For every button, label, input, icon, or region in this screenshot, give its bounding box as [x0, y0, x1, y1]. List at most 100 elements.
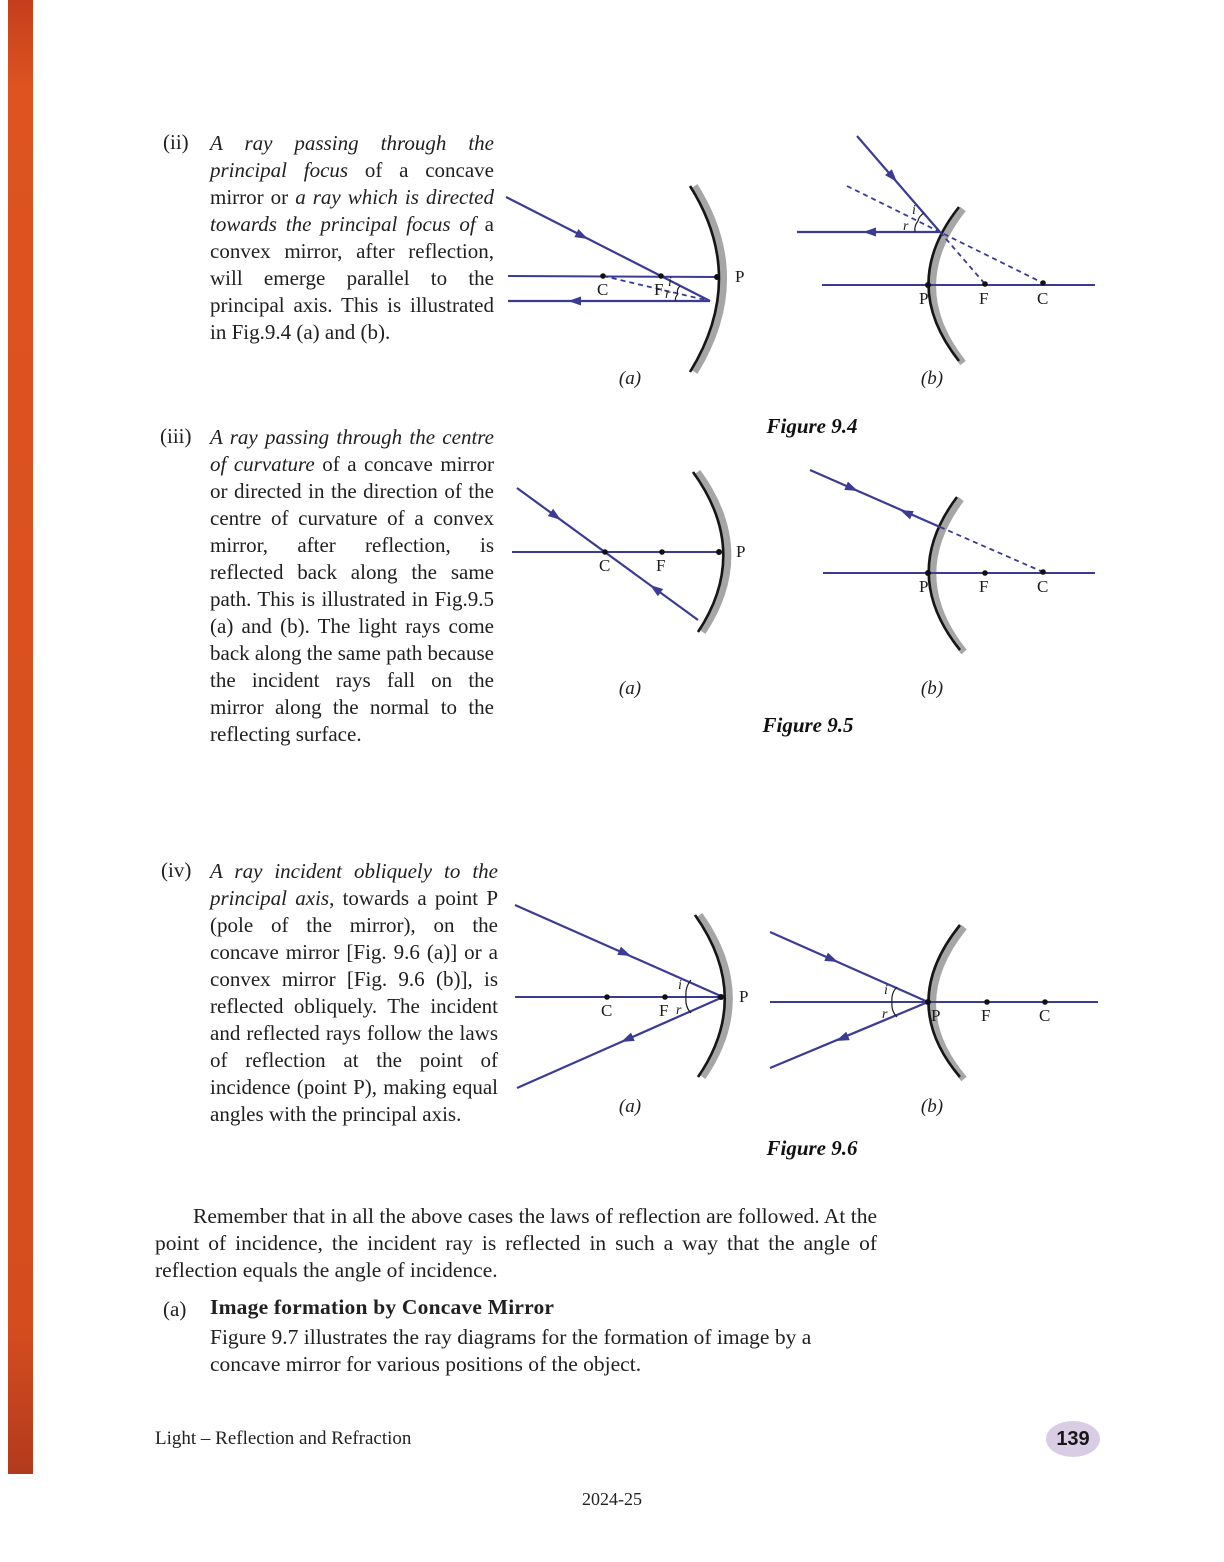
label-p: P	[736, 542, 745, 561]
reflected-arrow	[836, 1031, 850, 1041]
label-angle-r: r	[676, 1003, 682, 1018]
page-number: 139	[1056, 1427, 1090, 1450]
principal-axis	[507, 275, 720, 278]
point-p	[716, 549, 722, 555]
reflected-arrow	[863, 227, 876, 237]
fig-9-4a-subcaption: (a)	[618, 368, 642, 389]
label-c: C	[1037, 577, 1048, 596]
fig-9-6-caption: Figure 9.6	[766, 1136, 858, 1160]
reflected-ray	[516, 995, 724, 1090]
incident-ray	[505, 196, 711, 302]
point-f	[984, 999, 990, 1005]
label-f: F	[981, 1006, 990, 1025]
label-f: F	[656, 556, 665, 575]
point-f	[982, 281, 988, 287]
point-c	[600, 273, 606, 279]
point-p	[714, 274, 720, 280]
fig-9-4b-subcaption: (b)	[920, 368, 944, 389]
item-ii-text: A ray passing through the principal focu…	[210, 131, 494, 344]
mirror-arc	[693, 914, 727, 1078]
label-f: F	[654, 280, 663, 299]
fig-9-5b-subcaption: (b)	[920, 678, 944, 699]
incident-arrow	[617, 946, 631, 956]
point-p	[925, 999, 931, 1005]
incident-and-reflected-ray	[809, 468, 941, 529]
point-f	[658, 273, 664, 279]
angle-i-arc	[676, 285, 681, 295]
fig-9-5-caption: Figure 9.5	[762, 713, 854, 737]
mirror-backing	[694, 469, 732, 634]
footer-chapter-title: Light – Reflection and Refraction	[155, 1428, 412, 1449]
point-c	[602, 549, 608, 555]
remember-paragraph: Remember that in all the above cases the…	[155, 1204, 877, 1282]
point-c	[604, 994, 610, 1000]
label-p: P	[735, 267, 744, 286]
label-f: F	[979, 289, 988, 308]
mirror-backing	[929, 924, 967, 1082]
label-angle-i: i	[884, 983, 888, 998]
fig-9-6a-concave-mirror-diagram: C F P i r	[514, 903, 748, 1090]
page-number-badge: 139	[1046, 1421, 1100, 1457]
left-accent-strip	[8, 0, 33, 1474]
incident-arrow	[844, 481, 858, 491]
reflected-arrow	[650, 585, 664, 597]
mirror-arc	[688, 185, 721, 373]
edition-year: 2024-25	[582, 1489, 642, 1509]
fig-9-6b-subcaption: (b)	[920, 1096, 944, 1117]
angle-r-arc	[685, 996, 692, 1014]
point-f	[659, 549, 665, 555]
incident-arrow	[885, 169, 897, 182]
item-iii-label: (iii)	[160, 424, 192, 448]
angle-i-arc	[685, 979, 692, 998]
incident-arrow	[574, 229, 588, 239]
label-c: C	[597, 280, 608, 299]
reflected-arrow	[621, 1032, 635, 1042]
angle-i-arc	[891, 986, 898, 1003]
label-f: F	[979, 577, 988, 596]
item-iv-text: A ray incident obliquely to the principa…	[210, 859, 498, 1126]
fig-9-5a-concave-mirror-diagram: C F P	[512, 469, 745, 634]
label-c: C	[599, 556, 610, 575]
incident-ray	[856, 135, 941, 233]
point-f	[982, 570, 988, 576]
reflected-arrow	[568, 296, 581, 306]
item-iv-label: (iv)	[161, 858, 192, 882]
incident-arrow	[547, 508, 561, 520]
point-c	[1040, 569, 1046, 575]
item-iii-text: A ray passing through the centre of curv…	[210, 425, 495, 746]
fig-9-5a-subcaption: (a)	[618, 678, 642, 699]
point-f	[662, 994, 668, 1000]
fig-9-4-caption: Figure 9.4	[766, 414, 858, 438]
label-p: P	[919, 577, 928, 596]
point-p	[925, 282, 931, 288]
point-p	[925, 570, 931, 576]
mirror-backing	[696, 912, 733, 1079]
angle-r-arc	[914, 220, 919, 233]
fig-9-4a-concave-mirror-diagram: C F P i r	[505, 184, 744, 374]
label-c: C	[1039, 1006, 1050, 1025]
incident-ray	[769, 930, 929, 1004]
reflected-ray	[769, 1000, 929, 1070]
reflected-arrow	[900, 510, 914, 520]
label-p: P	[931, 1006, 940, 1025]
section-a-body: Figure 9.7 illustrates the ray diagrams …	[210, 1325, 812, 1376]
section-a-label: (a)	[163, 1297, 187, 1321]
point-c	[1042, 999, 1048, 1005]
label-c: C	[601, 1001, 612, 1020]
label-angle-r: r	[903, 219, 909, 234]
label-angle-r: r	[665, 287, 671, 302]
angle-r-arc	[674, 293, 679, 302]
label-angle-i: i	[668, 275, 672, 290]
mirror-arc	[691, 471, 725, 633]
point-c	[1040, 280, 1046, 286]
refracted-extension-to-f	[939, 231, 986, 285]
label-c: C	[1037, 289, 1048, 308]
point-p	[718, 994, 724, 1000]
label-p: P	[919, 289, 928, 308]
fig-9-4b-convex-mirror-diagram: P F C i r	[797, 135, 1095, 366]
normal-extension-to-c	[846, 185, 1044, 284]
fig-9-6b-convex-mirror-diagram: P F C i r	[769, 924, 1098, 1082]
section-a-title: Image formation by Concave Mirror	[210, 1295, 555, 1319]
mirror-backing	[691, 184, 727, 374]
